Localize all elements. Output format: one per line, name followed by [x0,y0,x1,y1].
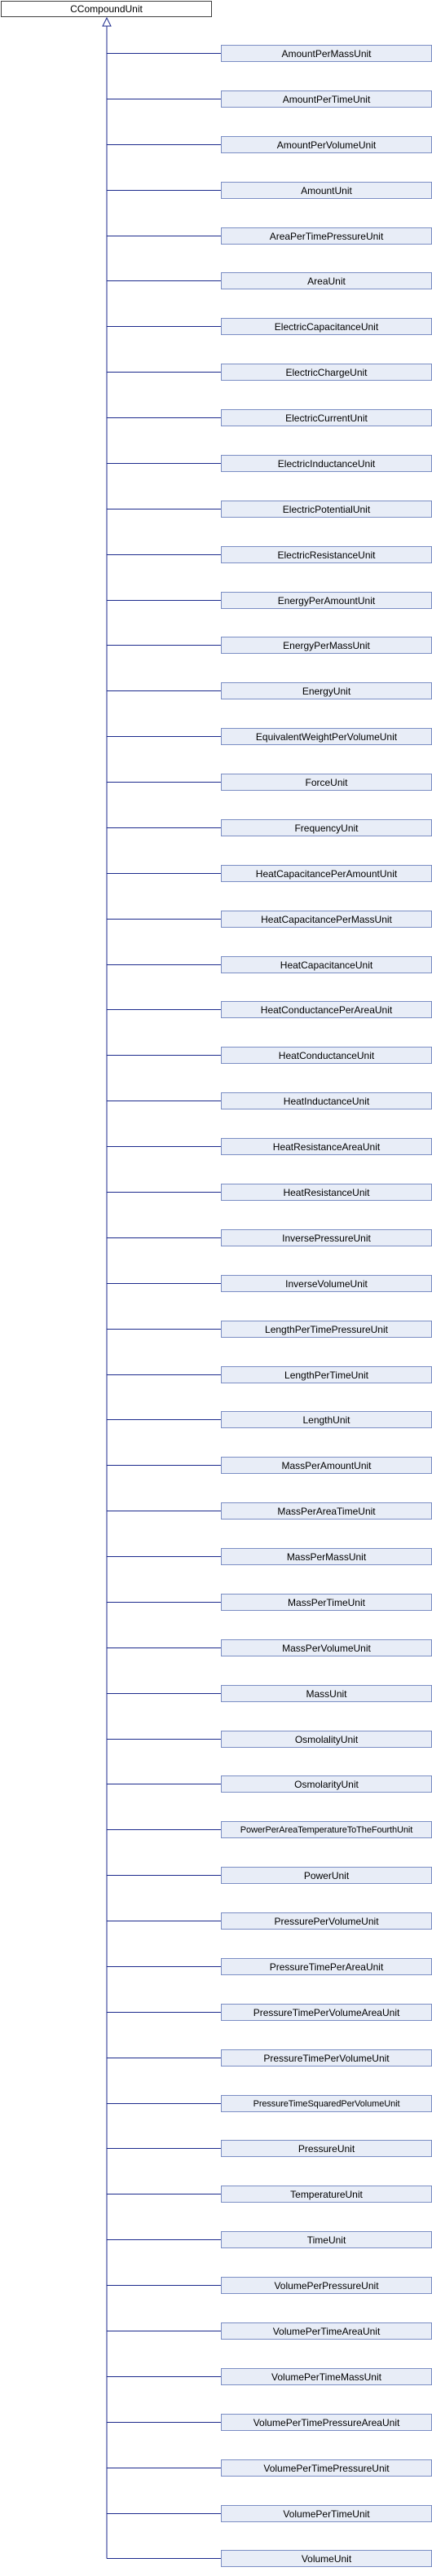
derived-class-node[interactable]: MassPerMassUnit [221,1548,432,1565]
derived-class-node[interactable]: VolumePerTimeAreaUnit [221,2322,432,2340]
derived-class-node[interactable]: EquivalentWeightPerVolumeUnit [221,728,432,745]
derived-class-node[interactable]: MassPerAmountUnit [221,1457,432,1474]
derived-class-node[interactable]: PowerUnit [221,1867,432,1884]
derived-class-node[interactable]: PowerPerAreaTemperatureToTheFourthUnit [221,1821,432,1838]
derived-class-node[interactable]: TemperatureUnit [221,2186,432,2203]
derived-class-node[interactable]: ElectricInductanceUnit [221,455,432,472]
derived-class-node[interactable]: HeatInductanceUnit [221,1092,432,1109]
derived-class-node[interactable]: AmountPerMassUnit [221,45,432,62]
derived-class-node[interactable]: VolumePerPressureUnit [221,2277,432,2294]
inheritance-arrowhead [102,16,112,27]
derived-class-node[interactable]: MassUnit [221,1685,432,1702]
derived-class-node[interactable]: LengthPerTimeUnit [221,1366,432,1383]
derived-class-node[interactable]: AreaPerTimePressureUnit [221,227,432,245]
derived-class-node[interactable]: MassPerVolumeUnit [221,1639,432,1656]
derived-class-node[interactable]: PressureUnit [221,2140,432,2157]
derived-class-node[interactable]: MassPerTimeUnit [221,1594,432,1611]
derived-class-node[interactable]: AmountUnit [221,182,432,199]
derived-class-node[interactable]: OsmolarityUnit [221,1775,432,1793]
derived-class-node[interactable]: TimeUnit [221,2231,432,2248]
derived-class-node[interactable]: HeatCapacitancePerAmountUnit [221,865,432,882]
derived-class-node[interactable]: ElectricCurrentUnit [221,409,432,426]
derived-class-node[interactable]: FrequencyUnit [221,819,432,836]
derived-class-node[interactable]: PressurePerVolumeUnit [221,1912,432,1930]
derived-class-node[interactable]: ElectricChargeUnit [221,364,432,381]
derived-class-node[interactable]: MassPerAreaTimeUnit [221,1502,432,1520]
derived-class-node[interactable]: HeatConductancePerAreaUnit [221,1001,432,1018]
derived-class-node[interactable]: EnergyPerAmountUnit [221,592,432,609]
derived-class-node[interactable]: VolumePerTimeMassUnit [221,2368,432,2385]
derived-class-node[interactable]: HeatConductanceUnit [221,1047,432,1064]
derived-class-node[interactable]: ElectricPotentialUnit [221,501,432,518]
root-class-node[interactable]: CCompoundUnit [1,1,212,17]
derived-class-node[interactable]: EnergyUnit [221,682,432,699]
derived-class-node[interactable]: HeatResistanceUnit [221,1184,432,1201]
derived-class-node[interactable]: VolumeUnit [221,2550,432,2567]
derived-class-node[interactable]: HeatResistanceAreaUnit [221,1138,432,1155]
derived-class-node[interactable]: InverseVolumeUnit [221,1275,432,1292]
derived-class-node[interactable]: LengthUnit [221,1411,432,1428]
derived-class-node[interactable]: AmountPerVolumeUnit [221,136,432,153]
derived-class-node[interactable]: PressureTimePerAreaUnit [221,1958,432,1975]
derived-class-node[interactable]: OsmolalityUnit [221,1731,432,1748]
derived-class-node[interactable]: PressureTimeSquaredPerVolumeUnit [221,2095,432,2112]
derived-class-node[interactable]: PressureTimePerVolumeUnit [221,2049,432,2067]
derived-class-node[interactable]: ElectricResistanceUnit [221,546,432,563]
derived-class-node[interactable]: ElectricCapacitanceUnit [221,318,432,335]
derived-class-node[interactable]: AreaUnit [221,272,432,289]
derived-class-node[interactable]: HeatCapacitanceUnit [221,956,432,973]
derived-class-node[interactable]: VolumePerTimePressureAreaUnit [221,2414,432,2431]
derived-class-node[interactable]: VolumePerTimeUnit [221,2505,432,2522]
derived-class-node[interactable]: HeatCapacitancePerMassUnit [221,911,432,928]
derived-class-node[interactable]: InversePressureUnit [221,1229,432,1246]
derived-class-node[interactable]: ForceUnit [221,774,432,791]
derived-class-node[interactable]: PressureTimePerVolumeAreaUnit [221,2004,432,2021]
derived-class-node[interactable]: LengthPerTimePressureUnit [221,1321,432,1338]
derived-class-node[interactable]: EnergyPerMassUnit [221,637,432,654]
derived-class-node[interactable]: AmountPerTimeUnit [221,90,432,108]
derived-class-node[interactable]: VolumePerTimePressureUnit [221,2459,432,2477]
